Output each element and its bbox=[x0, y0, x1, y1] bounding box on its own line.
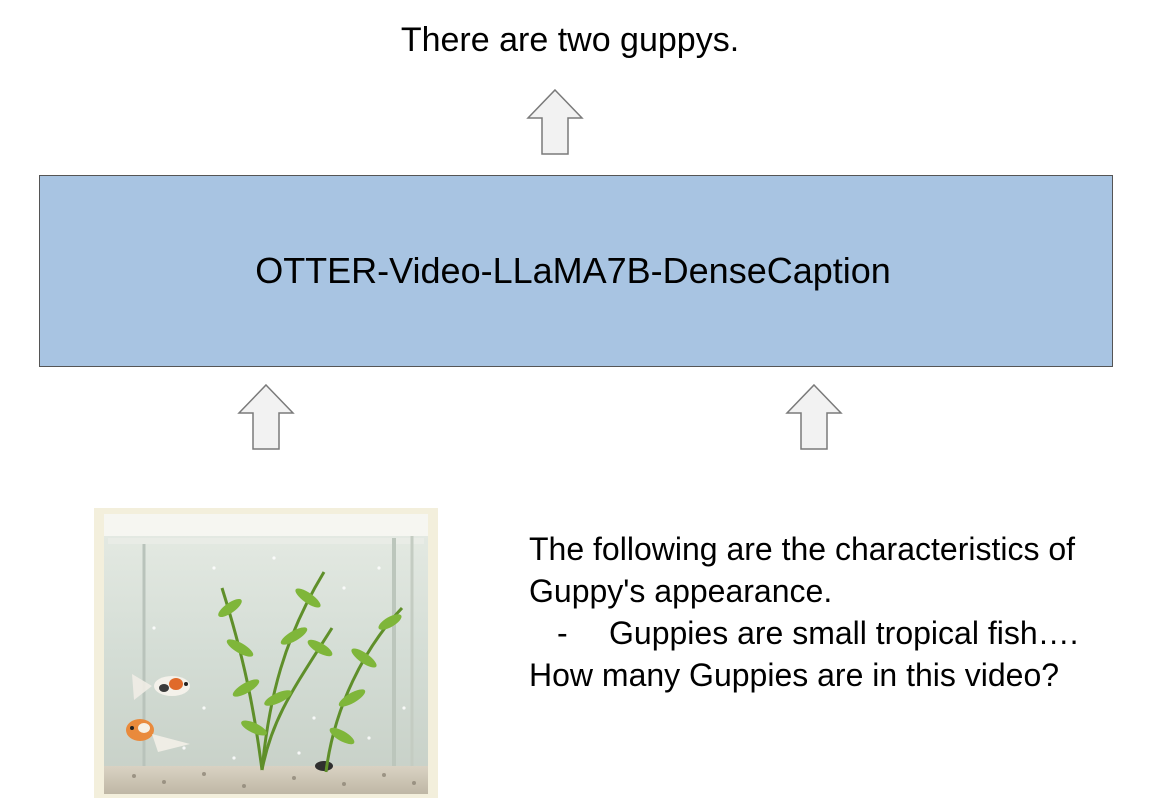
video-frame-image bbox=[94, 508, 438, 798]
output-arrow-shape bbox=[526, 88, 584, 155]
prompt-question: How many Guppies are in this video? bbox=[529, 657, 1060, 693]
prompt-line-1: The following are the characteristics of bbox=[529, 531, 1076, 567]
text-prompt: The following are the characteristics of… bbox=[529, 528, 1079, 696]
prompt-line-2: Guppy's appearance. bbox=[529, 573, 833, 609]
prompt-bullet: - Guppies are small tropical fish…. bbox=[529, 612, 1079, 654]
model-output-text: There are two guppys. bbox=[400, 21, 740, 59]
model-name: OTTER-Video-LLaMA7B-DenseCaption bbox=[255, 250, 891, 291]
output-arrow-icon bbox=[526, 88, 584, 155]
text-arrow-shape bbox=[785, 383, 843, 450]
bullet-marker: - bbox=[557, 615, 568, 651]
bullet-text: Guppies are small tropical fish…. bbox=[609, 615, 1079, 651]
video-arrow-shape bbox=[237, 383, 295, 450]
video-input-arrow-icon bbox=[237, 383, 295, 450]
model-box: OTTER-Video-LLaMA7B-DenseCaption bbox=[39, 175, 1113, 367]
text-input-arrow-icon bbox=[785, 383, 843, 450]
guppy-fish-1 bbox=[132, 674, 190, 700]
guppy-fish-2 bbox=[126, 719, 190, 752]
